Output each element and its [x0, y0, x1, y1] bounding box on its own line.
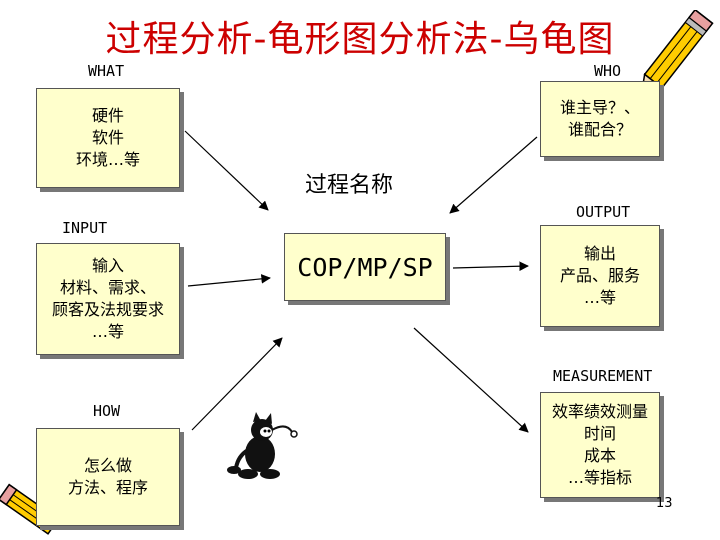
- who-label: WHO: [594, 62, 622, 80]
- measurement-line: …等指标: [567, 468, 632, 487]
- how-line: 怎么做: [83, 456, 132, 475]
- arrow-input-to-process: [187, 274, 271, 287]
- how-box: 怎么做 方法、程序: [36, 428, 180, 526]
- process-name: 过程名称: [305, 173, 394, 198]
- measurement-line: 时间: [583, 424, 616, 443]
- input-box: 输入 材料、需求、 顾客及法规要求 …等: [36, 243, 180, 355]
- process-center-box: COP/MP/SP: [284, 233, 446, 301]
- measurement-line: 效率绩效测量: [551, 402, 648, 421]
- who-line: 谁配合？: [567, 120, 632, 139]
- who-box: 谁主导？、 谁配合？: [540, 81, 660, 157]
- arrow-process-to-measurement: [413, 327, 529, 433]
- how-label: HOW: [93, 402, 121, 420]
- arrow-what-to-process: [184, 130, 269, 211]
- output-line: 产品、服务: [559, 266, 640, 285]
- arrow-who-to-process: [449, 136, 538, 214]
- what-label: WHAT: [88, 62, 125, 80]
- what-line: 环境…等: [75, 150, 140, 169]
- input-line: 输入: [91, 256, 124, 275]
- measurement-label: MEASUREMENT: [553, 367, 653, 385]
- who-line: 谁主导？、: [559, 98, 640, 117]
- arrow-how-to-process: [191, 337, 283, 431]
- input-line: 材料、需求、: [59, 278, 156, 297]
- output-line: …等: [583, 288, 616, 307]
- output-box: 输出 产品、服务 …等: [540, 225, 660, 327]
- measurement-box: 效率绩效测量 时间 成本 …等指标: [540, 392, 660, 498]
- how-line: 方法、程序: [67, 478, 148, 497]
- what-line: 硬件: [91, 106, 124, 125]
- input-line: 顾客及法规要求: [51, 300, 164, 319]
- measurement-line: 成本: [583, 446, 616, 465]
- input-label: INPUT: [62, 219, 108, 237]
- arrow-process-to-output: [452, 261, 529, 272]
- page-title: 过程分析-龟形图分析法-乌龟图: [105, 19, 615, 60]
- page-number: 13: [656, 496, 673, 511]
- what-box: 硬件 软件 环境…等: [36, 88, 180, 188]
- output-label: OUTPUT: [576, 203, 631, 221]
- what-line: 软件: [91, 128, 124, 147]
- output-line: 输出: [583, 244, 616, 263]
- cartoon-cat-icon: [227, 412, 298, 479]
- input-line: …等: [91, 322, 124, 341]
